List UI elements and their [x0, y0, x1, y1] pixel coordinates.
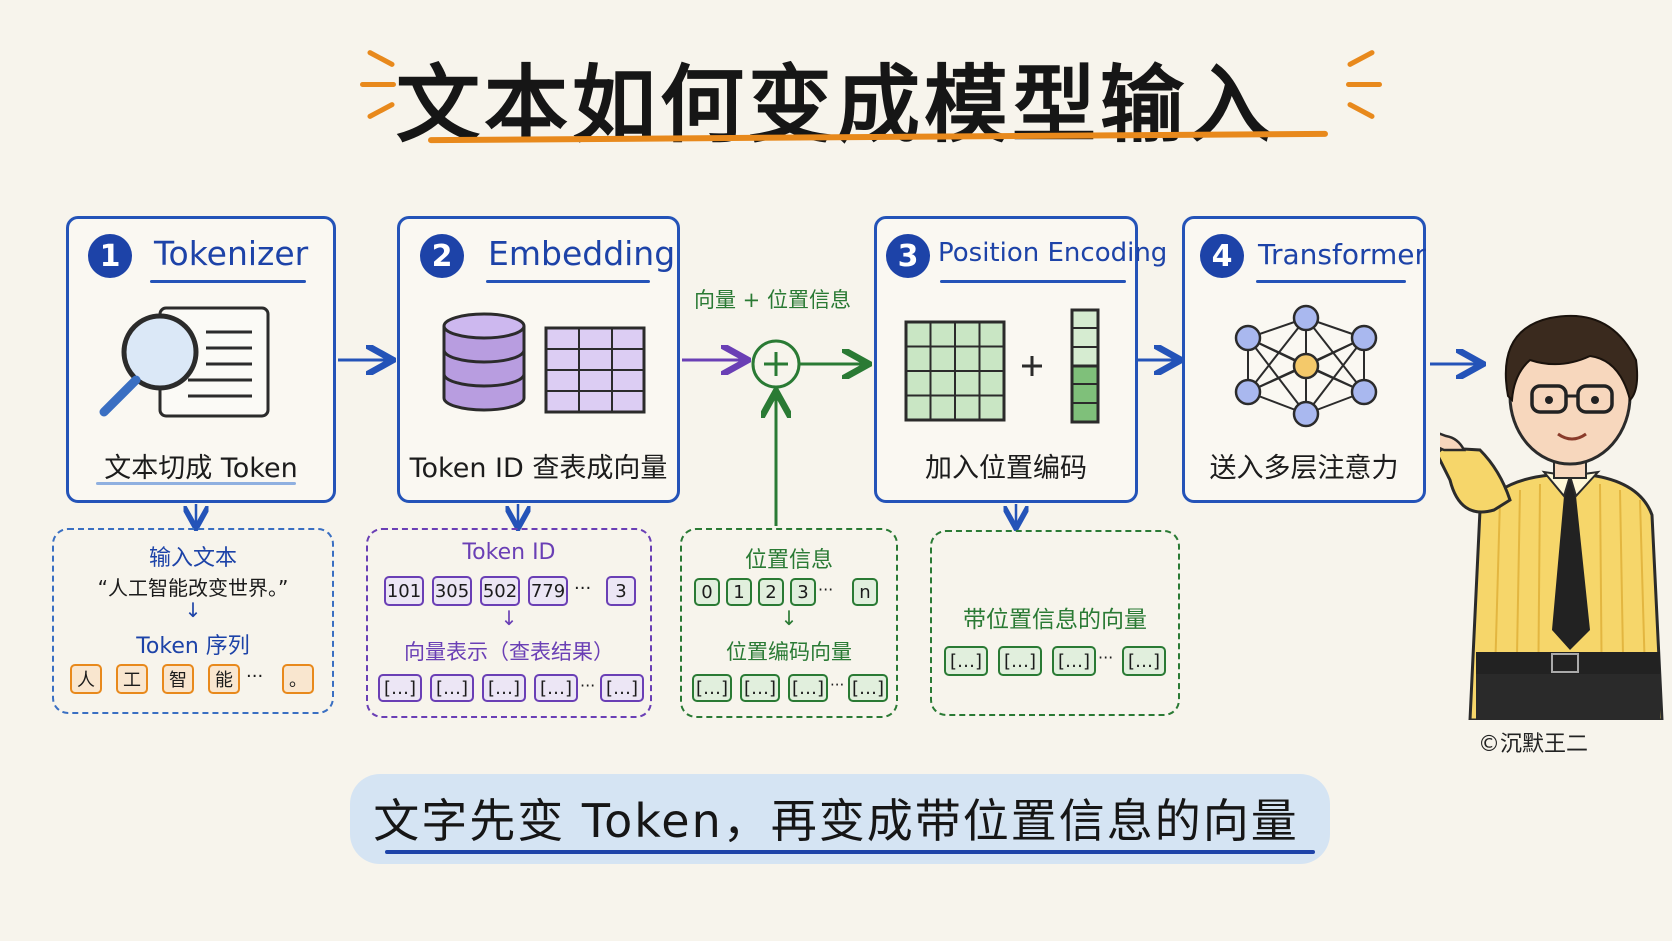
down-arrow: ↓	[780, 606, 798, 630]
label-underline	[96, 482, 296, 485]
ellipsis: ···	[246, 666, 264, 687]
tokenizer-detail	[52, 528, 334, 714]
token-id-chip: 502	[480, 576, 520, 606]
vector-chip: […]	[998, 646, 1042, 676]
vector-chip: […]	[534, 674, 578, 702]
summary-highlight	[350, 774, 1330, 864]
vector-chip: […]	[430, 674, 474, 702]
credit-text: ©沉默王二	[1478, 732, 1589, 757]
token-id-chip: 779	[528, 576, 568, 606]
title-accent-left-2	[360, 82, 396, 87]
vector-chip: […]	[378, 674, 422, 702]
magnifier-document-icon	[99, 306, 270, 418]
step-number: 4	[1200, 234, 1244, 278]
vector-chip: […]	[740, 674, 780, 702]
vector-chip: […]	[848, 674, 888, 702]
step-number: 1	[88, 234, 132, 278]
down-arrow: ↓	[184, 598, 202, 622]
vector-chip: […]	[692, 674, 732, 702]
result-detail	[930, 530, 1180, 716]
input-text: “人工智能改变世界。”	[97, 576, 289, 600]
neural-network-icon	[1234, 304, 1378, 428]
ellipsis: ···	[1098, 648, 1114, 667]
position-detail	[680, 528, 898, 718]
token-id-chip: 101	[384, 576, 424, 606]
vector-chip: […]	[788, 674, 828, 702]
ellipsis: ···	[580, 676, 596, 695]
step-label: Token ID 查表成向量	[409, 453, 668, 484]
presenter-character-illustration	[1440, 314, 1664, 720]
position-info-title: 位置信息	[744, 548, 833, 573]
step-title-underline	[150, 280, 306, 283]
summary-text: 文字先变 Token，再变成带位置信息的向量	[373, 794, 1299, 848]
token-chip: 。	[282, 664, 314, 694]
token-chip: 能	[208, 664, 240, 694]
token-id-chip: 305	[432, 576, 472, 606]
token-sequence-title: Token 序列	[136, 634, 250, 659]
summary-underline	[385, 850, 1315, 854]
vector-chip: […]	[600, 674, 644, 702]
database-table-icon	[442, 312, 646, 414]
step-title: Embedding	[488, 234, 676, 273]
vector-chip: […]	[482, 674, 526, 702]
token-chip: 智	[162, 664, 194, 694]
step-number: 3	[886, 234, 930, 278]
token-id-chip: 3	[606, 576, 636, 606]
vector-repr-title: 向量表示（查表结果）	[404, 640, 614, 664]
step-title: Tokenizer	[154, 234, 309, 273]
step-label: 加入位置编码	[925, 453, 1087, 484]
step-number: 2	[420, 234, 464, 278]
position-vector-title: 位置编码向量	[726, 640, 852, 664]
result-title: 带位置信息的向量	[963, 607, 1147, 633]
step-title-underline	[940, 280, 1126, 283]
vector-chip: […]	[1052, 646, 1096, 676]
vector-chip: […]	[944, 646, 988, 676]
token-chip: 工	[116, 664, 148, 694]
position-chip: n	[852, 578, 878, 606]
input-text-title: 输入文本	[148, 546, 237, 571]
merge-label: 向量 + 位置信息	[694, 288, 851, 312]
token-chip: 人	[70, 664, 102, 694]
ellipsis: ···	[830, 676, 845, 694]
ellipsis: ···	[818, 580, 834, 599]
token-id-title: Token ID	[462, 540, 556, 565]
step-label: 送入多层注意力	[1209, 453, 1399, 484]
position-chip: 1	[726, 578, 752, 606]
title-accent-right-2	[1346, 82, 1382, 87]
position-chip: 0	[694, 578, 720, 606]
step-label: 文本切成 Token	[104, 453, 298, 484]
position-chip: 3	[790, 578, 816, 606]
step-title: Position Encoding	[938, 238, 1168, 268]
ellipsis: ···	[574, 578, 592, 599]
down-arrow: ↓	[500, 606, 518, 630]
embedding-detail	[366, 528, 652, 718]
step-title: Transformer	[1258, 238, 1427, 271]
step-title-underline	[486, 280, 650, 283]
position-chip: 2	[758, 578, 784, 606]
step-title-underline	[1256, 280, 1406, 283]
matrix-plus-vector-icon	[904, 308, 1100, 424]
vector-chip: […]	[1122, 646, 1166, 676]
